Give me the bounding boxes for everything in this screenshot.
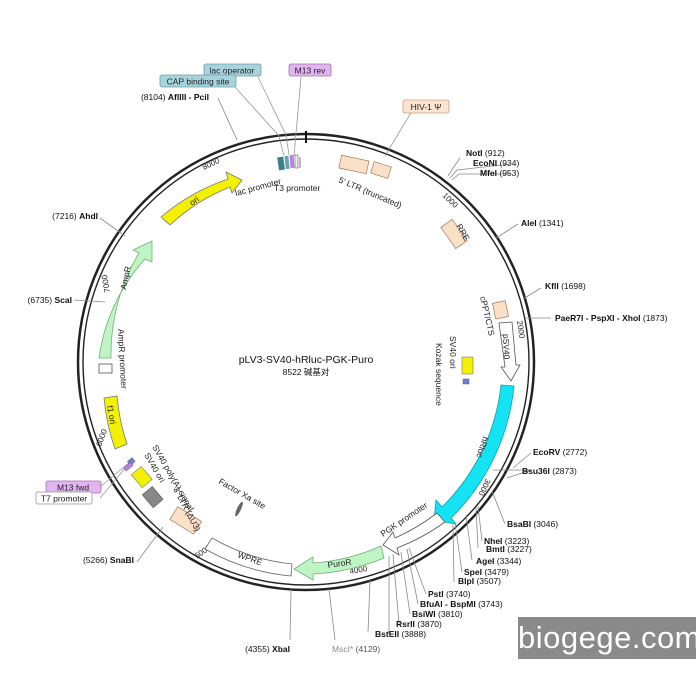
plasmid-size: 8522 碱基对 — [283, 367, 330, 377]
svg-text:pSV40: pSV40 — [501, 334, 512, 360]
svg-text:M13 rev: M13 rev — [295, 66, 326, 76]
site-bsteii: BstEII (3888) — [375, 629, 426, 639]
svg-text:EcoNI (934): EcoNI (934) — [473, 158, 519, 168]
svg-text:BsiWI (3810): BsiWI (3810) — [412, 609, 463, 619]
puror-feature: PuroR — [293, 545, 385, 581]
cap-binding-site-box: CAP binding site — [159, 74, 237, 88]
site-ecorv: EcoRV (2772) — [533, 447, 587, 457]
svg-text:PstI (3740): PstI (3740) — [428, 589, 471, 599]
site-blpi: BlpI (3507) — [458, 576, 501, 586]
svg-text:PaeR7I - PspXI - XhoI (1873): PaeR7I - PspXI - XhoI (1873) — [555, 313, 668, 323]
svg-text:M13 fwd: M13 fwd — [57, 483, 89, 493]
svg-text:HIV-1 Ψ: HIV-1 Ψ — [411, 102, 442, 112]
svg-text:MfeI (953): MfeI (953) — [480, 168, 519, 178]
svg-text:BmtI (3227): BmtI (3227) — [486, 544, 532, 554]
ltr5-feature: 5' LTR (truncated) — [337, 154, 404, 211]
watermark: biogege.com — [518, 617, 700, 659]
site-spei: SpeI (3479) — [464, 567, 509, 577]
svg-text:NotI (912): NotI (912) — [466, 148, 505, 158]
svg-text:cPPT/CTS: cPPT/CTS — [478, 295, 497, 337]
site-bsiwi: BsiWI (3810) — [412, 609, 463, 619]
hiv-psi-box: HIV-1 Ψ — [402, 99, 450, 114]
site-psti: PstI (3740) — [428, 589, 471, 599]
svg-text:Bsu36I (2873): Bsu36I (2873) — [522, 466, 577, 476]
psv40-feature: pSV40 — [498, 321, 521, 382]
plasmid-name: pLV3-SV40-hRluc-PGK-Puro — [239, 354, 374, 366]
svg-text:PuroR: PuroR — [327, 557, 352, 570]
svg-text:(8104) AflIII - PciI: (8104) AflIII - PciI — [141, 92, 209, 102]
site-econi: EcoNI (934) — [473, 158, 519, 168]
tick-6000: 6000 — [94, 427, 109, 447]
site-nhei: NheI (3223) — [484, 536, 530, 546]
site-ahdi: (7216) AhdI — [52, 211, 98, 221]
site-afliii: (8104) AflIII - PciI — [141, 92, 209, 102]
f1ori-feature: f1 ori — [103, 395, 128, 450]
svg-text:BsaBI (3046): BsaBI (3046) — [507, 519, 558, 529]
svg-text:(4355) XbaI: (4355) XbaI — [245, 644, 290, 654]
t3-promoter-label: T3 promoter — [274, 183, 320, 193]
svg-text:BlpI (3507): BlpI (3507) — [458, 576, 501, 586]
svg-text:AgeI (3344): AgeI (3344) — [476, 556, 522, 566]
site-msci: MscI* (4129) — [332, 644, 380, 654]
site-xhoi: PaeR7I - PspXI - XhoI (1873) — [555, 313, 668, 323]
svg-text:T7 promoter: T7 promoter — [41, 494, 87, 504]
site-agei: AgeI (3344) — [476, 556, 522, 566]
svg-text:AleI (1341): AleI (1341) — [521, 218, 564, 228]
svg-text:RsrII (3870): RsrII (3870) — [396, 619, 442, 629]
svg-text:5' LTR (truncated): 5' LTR (truncated) — [337, 175, 403, 211]
svg-text:f1 ori: f1 ori — [105, 405, 118, 425]
tick-2000: 2000 — [515, 320, 526, 339]
outer-sv40-features: SV40 poly(A) signal SV40 ori — [123, 443, 196, 513]
rre-feature: RRE — [440, 218, 472, 250]
tick-7000: 7000 — [100, 274, 112, 294]
svg-text:AmpR promoter: AmpR promoter — [116, 329, 129, 390]
svg-text:(6735) ScaI: (6735) ScaI — [28, 295, 72, 305]
svg-text:CAP binding site: CAP binding site — [167, 77, 230, 87]
factorxa-feature: Factor Xa site — [217, 476, 268, 517]
ori-feature: ori — [160, 171, 243, 226]
svg-text:EcoRV (2772): EcoRV (2772) — [533, 447, 587, 457]
site-xbai: (4355) XbaI — [245, 644, 290, 654]
svg-text:KflI (1698): KflI (1698) — [545, 281, 586, 291]
site-notI: NotI (912) — [466, 148, 505, 158]
svg-text:AmpR: AmpR — [118, 265, 133, 290]
svg-text:NheI (3223): NheI (3223) — [484, 536, 530, 546]
site-bmti: BmtI (3227) — [486, 544, 532, 554]
lac-region-features — [277, 154, 301, 171]
hrluc-feature: hRluc — [433, 384, 515, 525]
site-alei: AleI (1341) — [521, 218, 564, 228]
site-rsrii: RsrII (3870) — [396, 619, 442, 629]
svg-text:(7216) AhdI: (7216) AhdI — [52, 211, 98, 221]
svg-text:(5266) SnaBI: (5266) SnaBI — [83, 555, 134, 565]
site-snabi: (5266) SnaBI — [83, 555, 134, 565]
ampr-feature: AmpR — [98, 240, 153, 359]
site-leaders — [73, 97, 551, 641]
wpre-feature: WPRE — [204, 537, 293, 577]
svg-text:MscI* (4129): MscI* (4129) — [332, 644, 380, 654]
t7-promoter-box: T7 promoter — [35, 491, 93, 505]
site-mfei: MfeI (953) — [480, 168, 519, 178]
site-bfuai: BfuAI - BspMI (3743) — [420, 599, 503, 609]
svg-text:BfuAI - BspMI (3743): BfuAI - BspMI (3743) — [420, 599, 503, 609]
svg-text:BstEII (3888): BstEII (3888) — [375, 629, 426, 639]
lac-operator-box: lac operator — [203, 63, 262, 77]
site-kfli: KflI (1698) — [545, 281, 586, 291]
svg-text:SpeI (3479): SpeI (3479) — [464, 567, 509, 577]
svg-text:Kozak sequence: Kozak sequence — [434, 343, 444, 406]
inner-sv40ori-feature: SV40 ori Kozak sequence — [434, 336, 474, 406]
m13-rev-box: M13 rev — [288, 63, 332, 77]
svg-text:lac operator: lac operator — [210, 66, 255, 76]
site-scai: (6735) ScaI — [28, 295, 72, 305]
site-bsabi: BsaBI (3046) — [507, 519, 558, 529]
svg-text:SV40 ori: SV40 ori — [448, 336, 458, 369]
m13-fwd-box: M13 fwd — [45, 480, 102, 494]
tick-1000: 1000 — [441, 191, 460, 210]
site-bsu36i: Bsu36I (2873) — [522, 466, 577, 476]
